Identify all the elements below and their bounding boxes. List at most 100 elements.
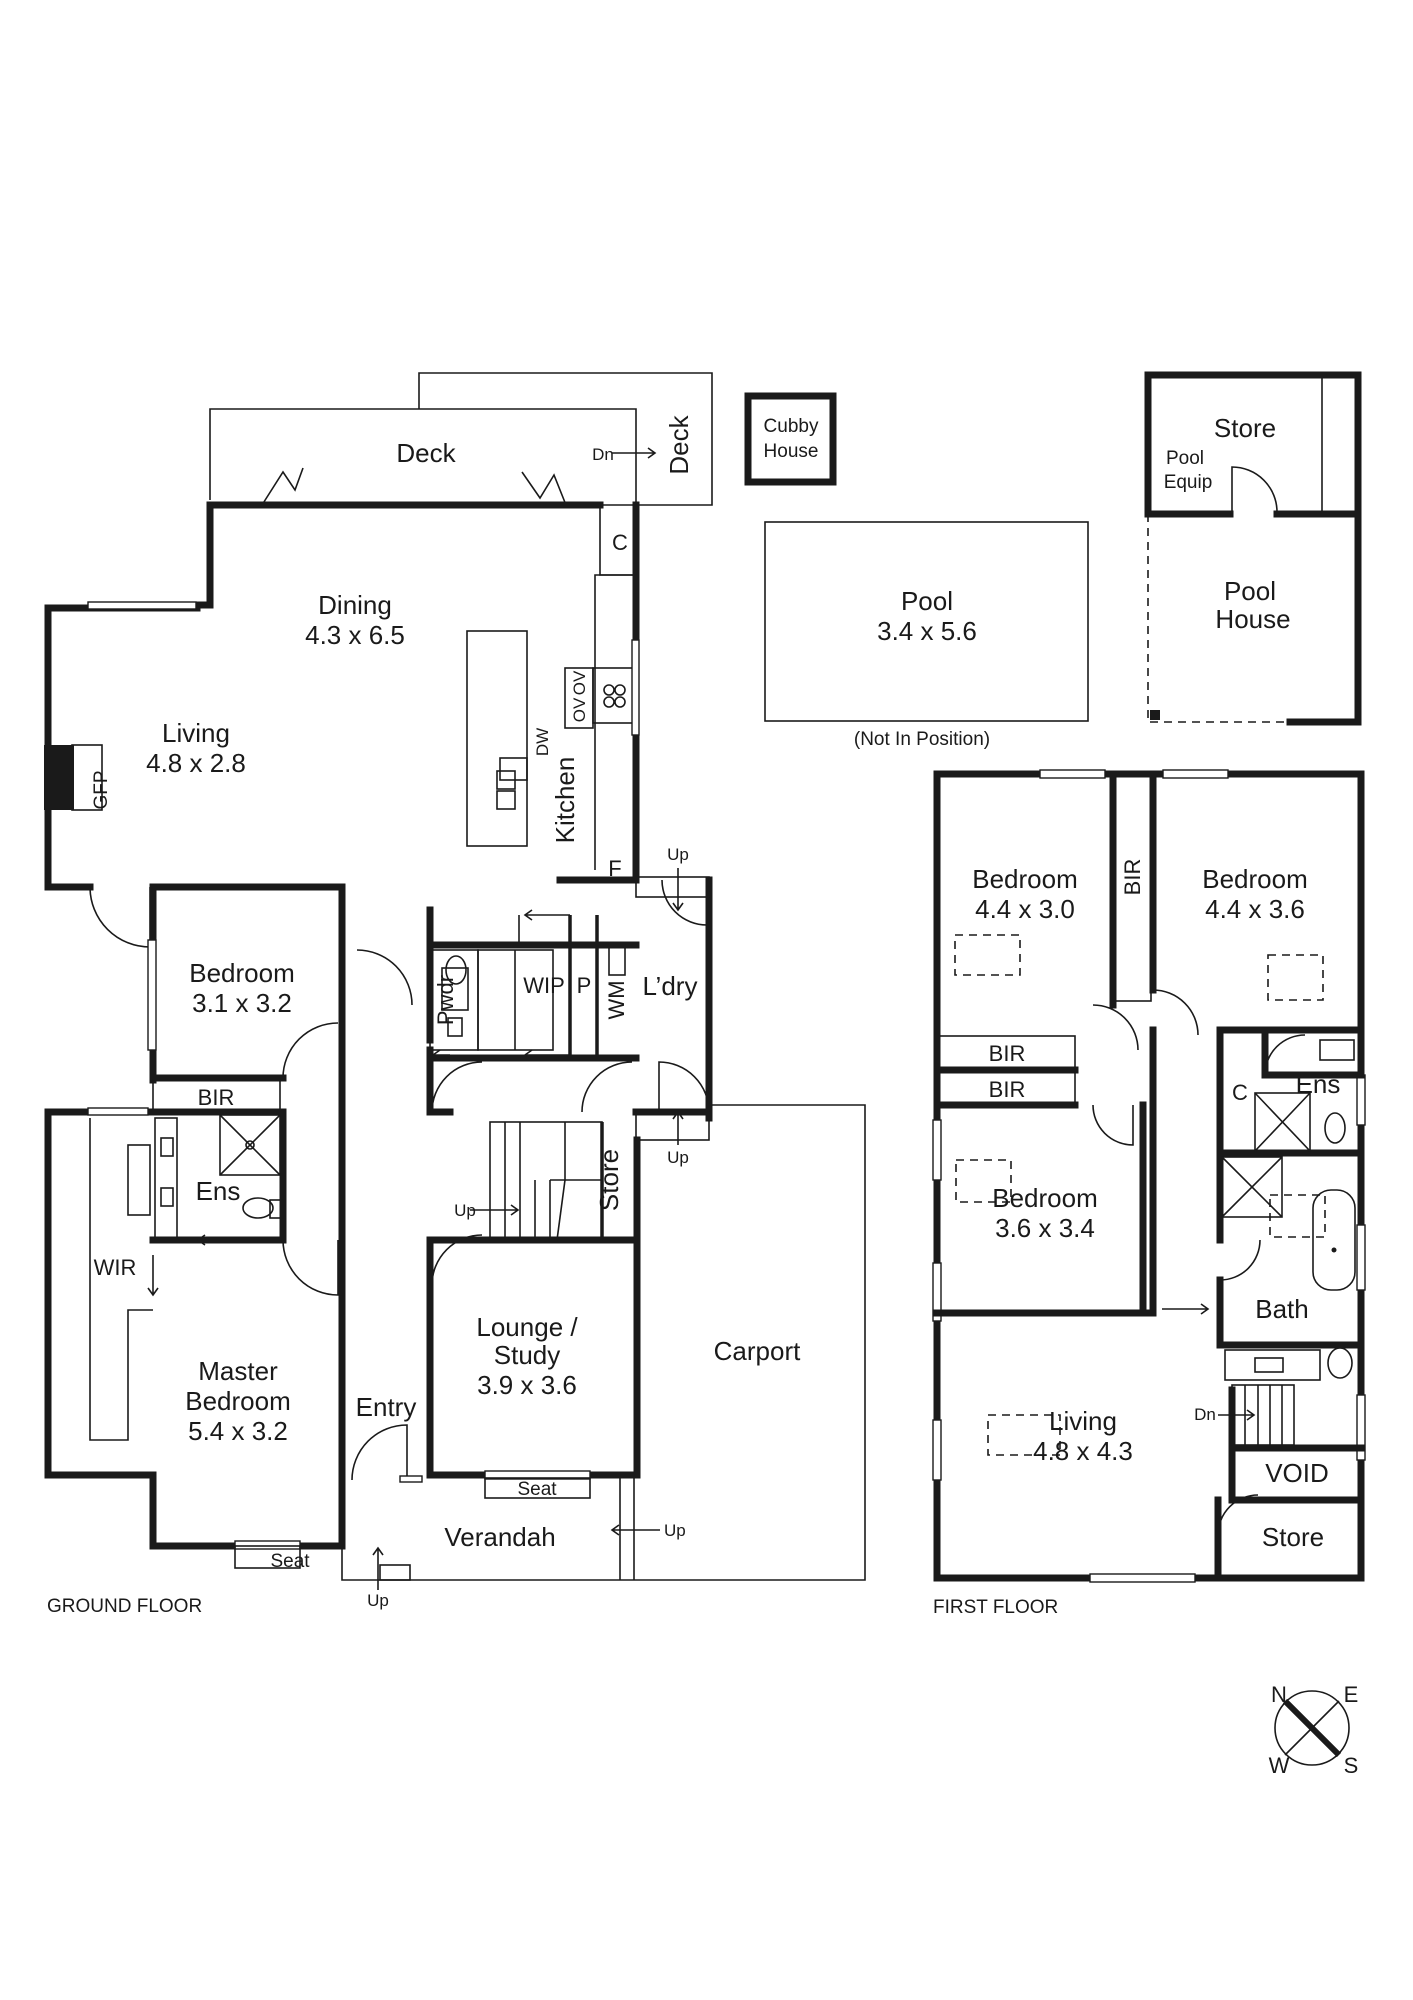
door-arrow-icon [147, 1255, 159, 1297]
window [1356, 1394, 1366, 1461]
window [932, 1419, 942, 1481]
toilet-cistern [269, 1199, 283, 1219]
stair-arrow-icon [612, 447, 657, 459]
compass-s: S [1344, 1753, 1359, 1778]
room-label-living-first: Living [1049, 1406, 1117, 1436]
label-pool-note: (Not In Position) [854, 729, 990, 750]
step [379, 1564, 411, 1581]
room-dims-lounge: 3.9 x 3.6 [477, 1370, 577, 1400]
first-floor: Bedroom 4.4 x 3.0 Bedroom 4.4 x 3.6 BIR … [932, 769, 1366, 1618]
compass-e: E [1344, 1682, 1359, 1707]
label-pool-equip-2: Equip [1164, 472, 1213, 493]
door-swing [661, 879, 708, 926]
drain-icon [245, 1140, 255, 1150]
ground-floor: Deck Dn Deck Cubby House C Dining 4.3 x … [44, 372, 866, 1617]
vanity [441, 967, 469, 1011]
door-swing [356, 949, 413, 1006]
burner-icon [603, 684, 615, 696]
bifold-door [521, 471, 567, 506]
skylight [1269, 1194, 1326, 1238]
staircase [489, 1121, 603, 1241]
room-label-bir-1: BIR [989, 1041, 1026, 1066]
door-arrow-icon [523, 1049, 570, 1061]
door-swing [1092, 1104, 1134, 1146]
door-swing [658, 1061, 710, 1113]
shower [219, 1114, 281, 1176]
room-label-void: VOID [1265, 1458, 1329, 1488]
room-label-c-first: C [1232, 1080, 1248, 1105]
room-label-kitchen: Kitchen [550, 757, 580, 844]
window [1089, 1573, 1196, 1583]
room-dims-bedroom: 3.1 x 3.2 [192, 988, 292, 1018]
bir-cupboard [938, 1069, 1076, 1106]
room-label-wip: WIP [523, 973, 565, 998]
stair-arrow-icon [672, 1110, 684, 1145]
room-label-verandah: Verandah [444, 1522, 555, 1552]
door-swing [1231, 466, 1278, 514]
window [631, 639, 640, 736]
label-pool-house-1: Pool [1224, 576, 1276, 606]
door-arrow-icon [523, 909, 570, 921]
label-ov-1: OV [570, 697, 589, 722]
room-dims-bedroom-1: 4.4 x 3.0 [975, 894, 1075, 924]
sink-icon [496, 770, 516, 790]
room-label-master-1: Master [198, 1356, 278, 1386]
label-gfp: GFP [91, 770, 112, 809]
basin-icon [447, 1017, 463, 1037]
basin-icon [160, 1187, 174, 1207]
deck-outline [209, 372, 713, 506]
dishwasher-icon [499, 757, 528, 781]
window [1356, 1074, 1366, 1126]
stair-arrow-icon [372, 1546, 384, 1590]
toilet-icon [242, 1197, 274, 1219]
window [484, 1470, 591, 1480]
room-label-store-first: Store [1262, 1522, 1324, 1552]
stair-label-up-verandah: Up [664, 1521, 686, 1540]
label-ov-2: OV [570, 670, 589, 695]
room-label-wm: WM [604, 980, 629, 1019]
label-pool: Pool [901, 586, 953, 616]
door-swing [89, 886, 151, 948]
stair-arrow-icon [672, 868, 684, 912]
fireplace-icon [44, 745, 74, 810]
stair-label-up-front: Up [367, 1591, 389, 1610]
skylight [954, 934, 1021, 976]
kitchen-island [466, 630, 528, 847]
wir-shelf [127, 1144, 151, 1216]
window [1356, 1224, 1366, 1291]
label-pool-equip-1: Pool [1166, 448, 1204, 469]
room-label-bedroom-3: Bedroom [992, 1183, 1098, 1213]
compass-icon: N E W S [1269, 1682, 1359, 1778]
window [147, 939, 157, 1051]
caption-ground-floor: GROUND FLOOR [47, 1596, 202, 1617]
room-label-bir-vertical: BIR [1120, 859, 1145, 896]
door-swing [282, 1022, 339, 1079]
stair-label-up-ldry-2: Up [667, 1148, 689, 1167]
bifold-door [261, 467, 304, 506]
room-label-master-2: Bedroom [185, 1386, 291, 1416]
label-seat-master: Seat [270, 1551, 310, 1572]
window [1039, 769, 1106, 779]
room-label-cubby-2: House [764, 441, 819, 462]
window [87, 601, 197, 610]
burner-icon [614, 684, 626, 696]
door-swing [351, 1424, 408, 1481]
door-swing [431, 1061, 483, 1113]
window [1162, 769, 1229, 779]
post [1150, 710, 1160, 720]
room-label-pwdr: Pwdr [433, 975, 458, 1025]
door-swing [1264, 1034, 1306, 1076]
stair-arrow-icon [1218, 1409, 1256, 1421]
window [87, 1107, 149, 1116]
door-arrow-icon [1162, 1303, 1210, 1315]
basin-icon [160, 1137, 174, 1157]
label-seat-lounge: Seat [517, 1479, 557, 1500]
room-dims-bedroom-3: 3.6 x 3.4 [995, 1213, 1095, 1243]
room-label-carport: Carport [714, 1336, 801, 1366]
first-floor-walls [933, 770, 1365, 1582]
basin-icon [1319, 1039, 1355, 1061]
compass-w: W [1269, 1753, 1290, 1778]
vanity [154, 1117, 178, 1239]
room-label-store: Store [594, 1149, 624, 1211]
